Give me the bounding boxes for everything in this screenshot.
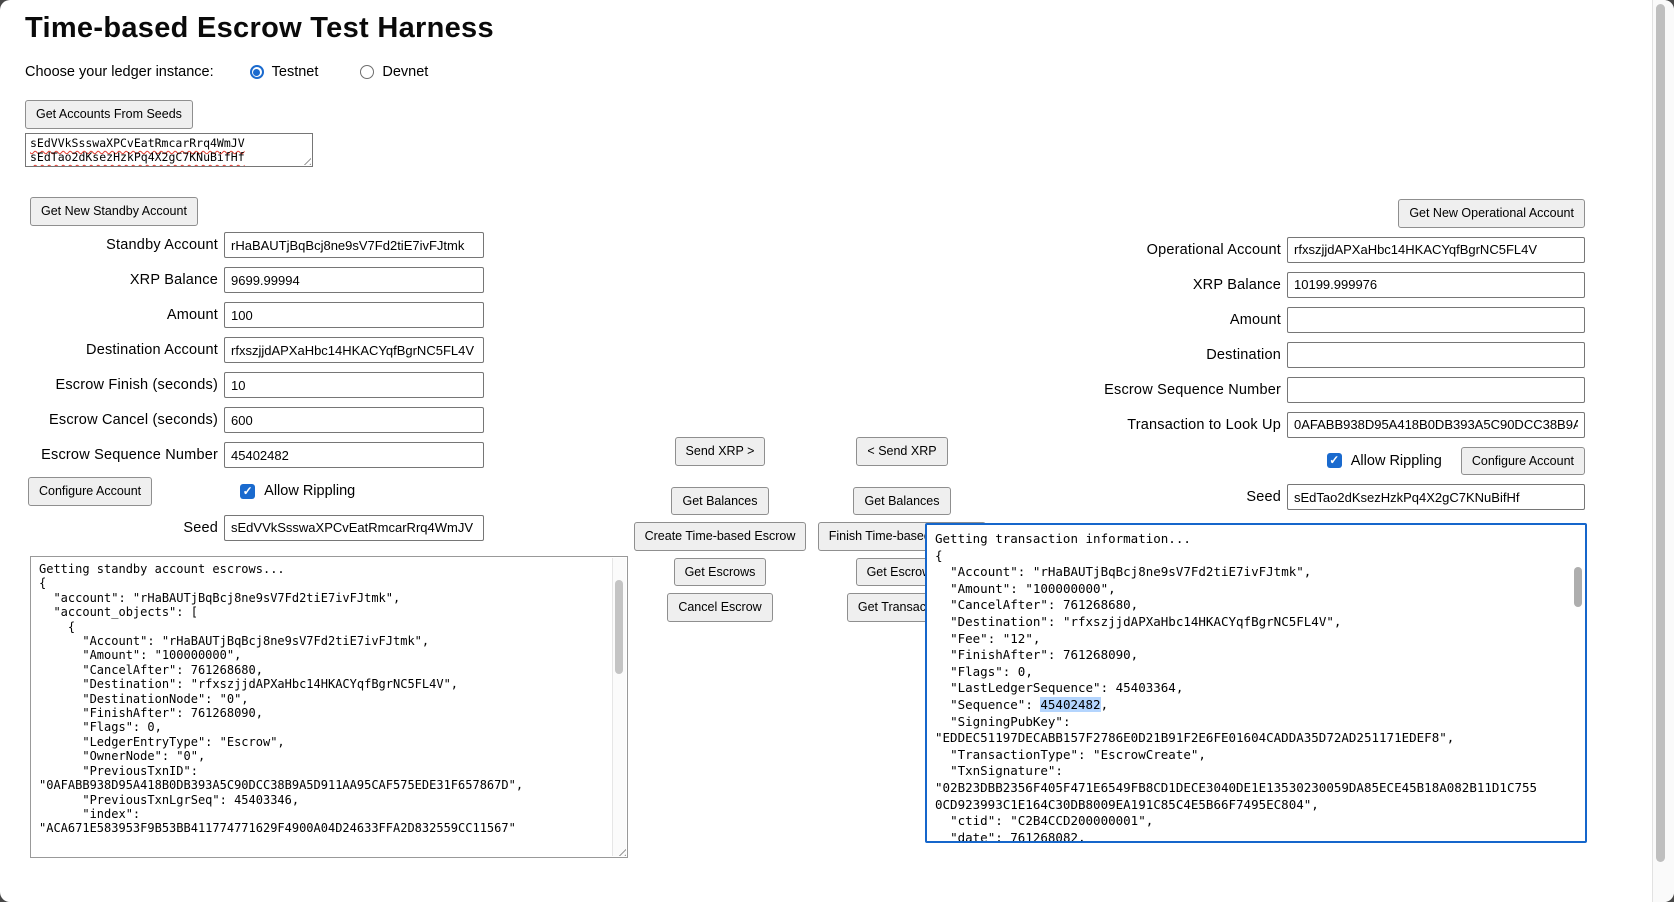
escrow-finish-label: Escrow Finish (seconds) [55,377,218,393]
standby-account-label: Standby Account [106,237,218,253]
get-accounts-from-seeds-button[interactable]: Get Accounts From Seeds [25,100,193,129]
standby-seed-label: Seed [183,519,218,536]
standby-configure-account-button[interactable]: Configure Account [28,477,153,506]
escrow-finish-input[interactable] [224,372,484,398]
send-xrp-to-standby-button[interactable]: < Send XRP [856,437,948,466]
operational-account-label: Operational Account [1146,241,1281,258]
operational-allow-rippling-checkbox[interactable]: ✓ [1326,453,1342,469]
radio-selected-icon[interactable] [249,65,264,79]
standby-seed-input[interactable] [224,514,484,541]
seed-line-2: sEdTao2dKsezHzkPq4X2gC7KNuBifHf [30,150,245,164]
standby-amount-input[interactable] [224,302,484,328]
standby-xrp-balance-input[interactable] [224,267,484,293]
standby-results-scrollbar[interactable] [612,558,626,856]
standby-results-textarea[interactable]: Getting standby account escrows... { "ac… [30,556,628,858]
standby-escrow-sequence-input[interactable] [224,442,484,468]
transaction-lookup-label: Transaction to Look Up [1127,416,1281,433]
operational-destination-label: Destination [1206,346,1281,363]
window-scrollbar-thumb[interactable] [1656,4,1665,862]
ledger-instance-label: Choose your ledger instance: [25,64,214,80]
cancel-escrow-button[interactable]: Cancel Escrow [667,593,773,622]
send-xrp-to-operational-button[interactable]: Send XRP > [674,437,766,466]
operational-seed-label: Seed [1246,489,1281,505]
radio-option-testnet[interactable]: Testnet [249,64,319,80]
operational-xrp-balance-input[interactable] [1287,271,1585,298]
standby-account-input[interactable] [224,232,484,258]
standby-escrow-sequence-label: Escrow Sequence Number [41,447,218,463]
operational-get-balances-button[interactable]: Get Balances [853,486,951,515]
escrow-cancel-input[interactable] [224,407,484,433]
operational-allow-rippling-label: Allow Rippling [1350,452,1442,469]
operational-results-scrollbar[interactable] [1572,525,1585,841]
standby-destination-input[interactable] [224,337,484,363]
operational-results-textarea[interactable]: Getting transaction information... { "Ac… [925,523,1587,843]
operational-escrow-sequence-label: Escrow Sequence Number [1104,381,1281,398]
standby-actions-column: Send XRP > Get Balances Create Time-base… [570,437,870,622]
seeds-textarea[interactable]: sEdVVkSsswaXPCvEatRmcarRrq4WmJV sEdTao2d… [25,133,313,167]
operational-escrow-sequence-input[interactable] [1287,376,1585,403]
window-scrollbar[interactable] [1652,0,1674,902]
radio-option-devnet[interactable]: Devnet [360,64,428,80]
operational-amount-label: Amount [1229,311,1281,328]
operational-amount-input[interactable] [1287,306,1585,333]
page-title: Time-based Escrow Test Harness [25,12,494,44]
create-time-based-escrow-button[interactable]: Create Time-based Escrow [633,522,807,551]
standby-get-escrows-button[interactable]: Get Escrows [673,557,767,586]
operational-seed-input[interactable] [1287,484,1585,510]
radio-unselected-icon[interactable] [360,65,375,79]
seed-line-1: sEdVVkSsswaXPCvEatRmcarRrq4WmJV [30,136,245,150]
standby-results-text: Getting standby account escrows... { "ac… [39,562,524,836]
standby-amount-label: Amount [166,307,218,323]
ledger-instance-chooser: Choose your ledger instance: Testnet Dev… [25,64,428,80]
standby-form: Standby Account XRP Balance Amount Desti… [28,232,484,541]
operational-results-scrollbar-thumb[interactable] [1574,567,1582,607]
resize-grip-icon[interactable] [616,846,626,856]
operational-configure-account-button[interactable]: Configure Account [1460,446,1585,475]
standby-allow-rippling-checkbox[interactable]: ✓ [240,483,256,499]
operational-results-text-pre: Getting transaction information... { "Ac… [935,531,1342,712]
transaction-lookup-input[interactable] [1287,411,1585,438]
escrow-cancel-label: Escrow Cancel (seconds) [49,412,218,428]
standby-results-scrollbar-thumb[interactable] [615,580,623,674]
standby-destination-label: Destination Account [86,342,218,358]
standby-allow-rippling-label: Allow Rippling [264,483,356,500]
radio-testnet-label: Testnet [271,64,319,80]
operational-results-selected-text: 45402482 [1040,696,1101,712]
operational-xrp-balance-label: XRP Balance [1192,276,1281,293]
get-new-operational-account-button[interactable]: Get New Operational Account [1398,199,1585,228]
operational-destination-input[interactable] [1287,341,1585,368]
standby-xrp-balance-label: XRP Balance [129,272,218,288]
operational-results-text-post: , "SigningPubKey": "EDDEC51197DECABB157F… [935,696,1538,843]
standby-get-balances-button[interactable]: Get Balances [671,486,769,515]
get-new-standby-account-button[interactable]: Get New Standby Account [30,197,198,226]
operational-account-input[interactable] [1287,236,1585,263]
resize-grip-icon[interactable] [301,155,311,165]
radio-devnet-label: Devnet [382,64,429,80]
operational-form: Get New Operational Account Operational … [1104,199,1585,510]
